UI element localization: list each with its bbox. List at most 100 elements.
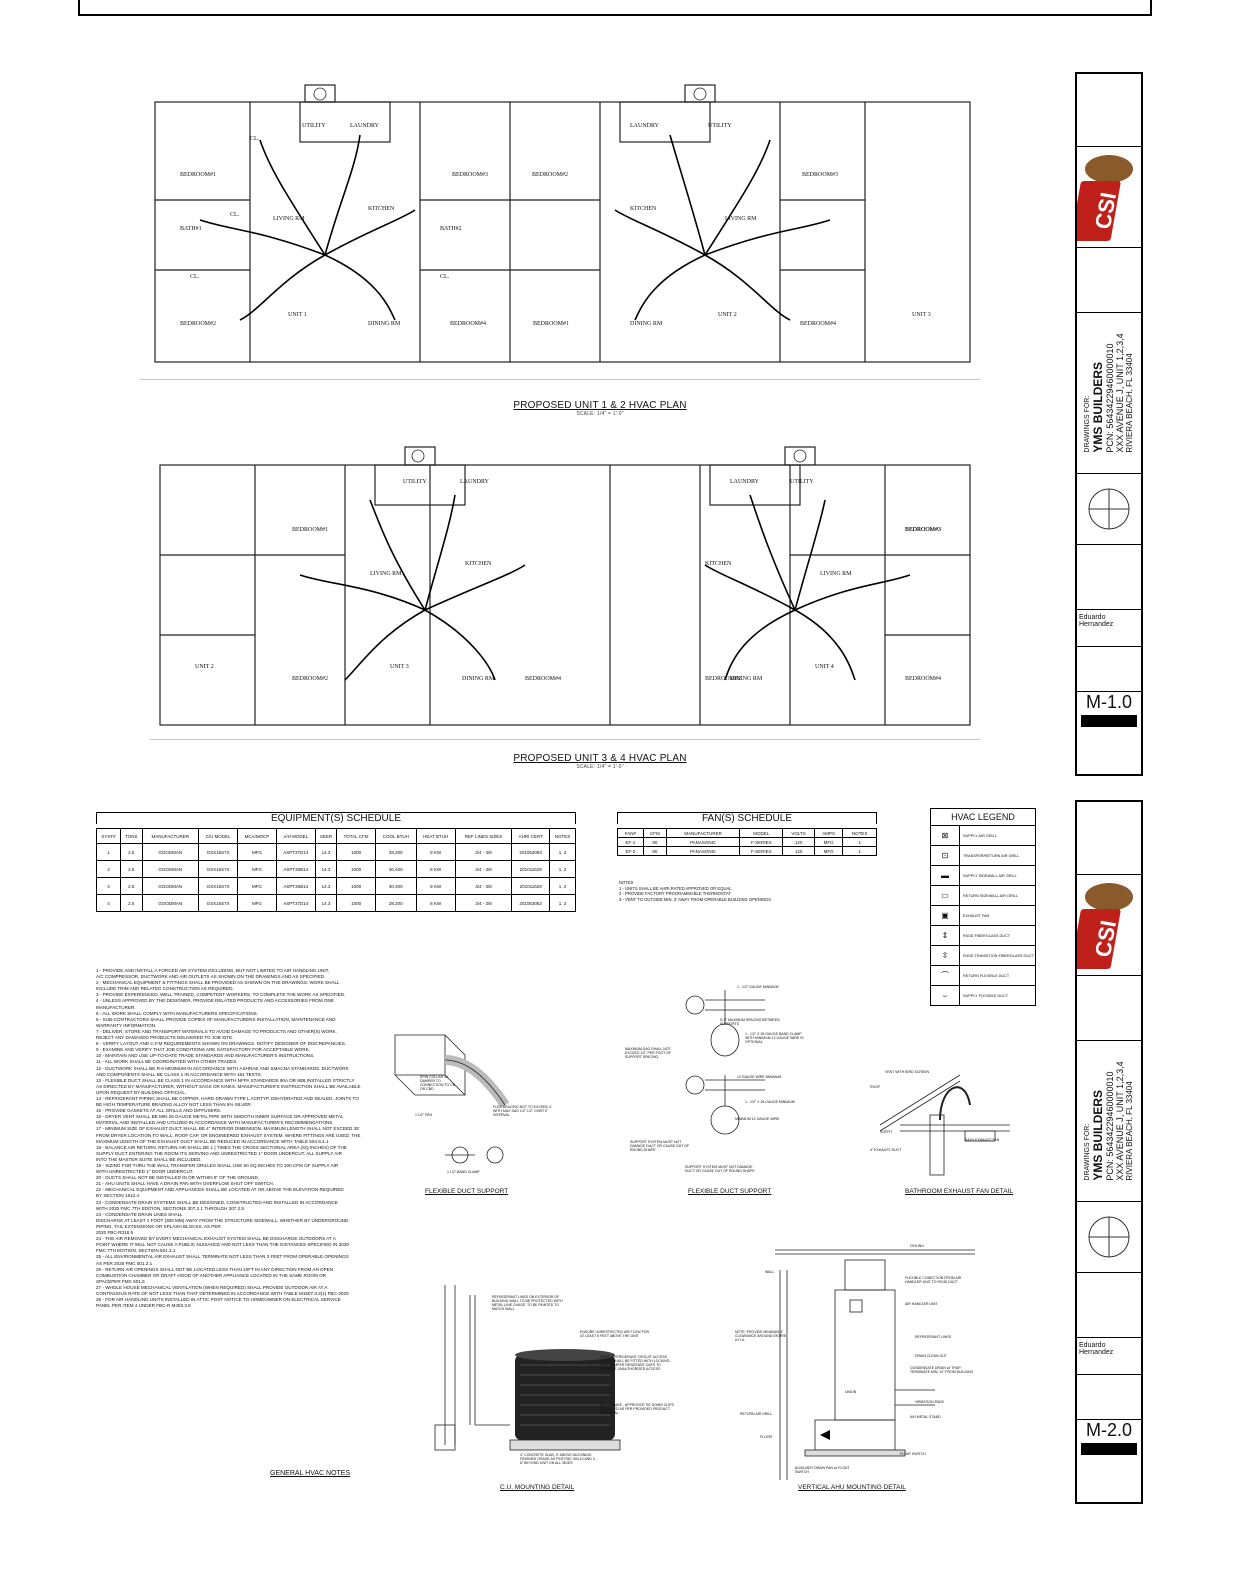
schedule-cell: 30,400 (375, 877, 417, 895)
detail-callout: MAXIMUM SAG SHALL NOT EXCEED 1/2" PER FO… (625, 1047, 672, 1059)
note-line: 4 - UNLESS APPROVED BY THE DESIGNER, PRO… (96, 998, 334, 1004)
plan-2-scale: SCALE: 1/4" = 1'-0" (576, 764, 624, 770)
note-line: 9 - EXAMINE AND VERIFY THAT JOB CONDITIO… (96, 1047, 310, 1053)
pcn-number: PCN: 56434229460000010 (1105, 1071, 1115, 1181)
schedule-header-cell: FAN# (617, 828, 644, 838)
sheet-number: M-1.0 (1085, 692, 1132, 712)
schedule-cell: 1 (95, 843, 122, 861)
schedule-cell: GOODMAN (141, 877, 200, 895)
note-line: CONTINUOUS RATE OF NOT LESS THAN THAT DE… (96, 1290, 349, 1296)
legend-item: ⌣SUPPLY FLEXIBLE DUCT (931, 985, 1035, 1005)
schedule-header-cell: SEER (314, 828, 338, 844)
note-line: WITH 2020 FMC 7TH EDITION, SECTIONS 307.… (96, 1205, 244, 1211)
note-line: COMBUSTION CHAMBER OR DRAFT HOOD OF ANOT… (96, 1272, 326, 1278)
schedule-cell: F-SERIES (739, 846, 784, 856)
legend-item: ⇕RIGID FIBERGLASS DUCT (931, 925, 1035, 945)
schedule-cell: GSX16S7X (198, 894, 239, 912)
schedule-cell: 1 (842, 846, 877, 856)
note-line: MATERIAL AND INSTALLED AND UTILIZED IN A… (96, 1120, 334, 1126)
sheet-bar (1081, 1443, 1137, 1455)
schedule-cell: 1 (842, 837, 877, 847)
detail-callout: REFRIGERANT LINES (915, 1335, 952, 1339)
schedule-cell: 2.5 (120, 894, 143, 912)
previous-sheet-border (78, 0, 1152, 16)
schedule-header-cell: CFM (642, 828, 667, 838)
legend-symbol-icon: ⌒ (931, 966, 960, 985)
fan-note: 3 - VENT TO OUTSIDE MIN. 3' AWAY FROM OP… (619, 896, 772, 902)
room-label: KITCHEN (705, 561, 732, 567)
note-line: INTO THE MASTER SUITE SHALL BE INCLUDED. (96, 1156, 202, 1162)
schedule-header-cell: TOTAL CFM (336, 828, 377, 844)
schedule-cell: PANASONIC (665, 846, 741, 856)
detail-callout: SOFFIT (880, 1130, 893, 1134)
schedule-cell: 3/4 - 3/8 (454, 877, 513, 895)
detail-callout: VENT WITH BIRD SCREEN (885, 1070, 930, 1074)
legend-symbol-icon: ▣ (931, 906, 960, 925)
room-label: UNIT 2 (718, 312, 737, 318)
schedule-cell: 30,400 (375, 860, 417, 878)
schedule-header-cell: TONS (120, 828, 143, 844)
note-line: BY SECTION 1612.4 (96, 1193, 140, 1199)
drawn-date-box (1077, 647, 1141, 692)
schedule-cell: 14.3 (314, 877, 338, 895)
schedule-header-cell: VOLTS (782, 828, 815, 838)
schedule-cell: 120 (782, 837, 815, 847)
detail-callout: A/H METAL STAND (910, 1415, 941, 1419)
schedule-cell: 201053083 (511, 894, 551, 912)
schedule-cell: GSX16S7X (198, 843, 239, 861)
client-name: YMS BUILDERS (1091, 361, 1105, 453)
room-label: CL. (230, 212, 240, 218)
schedule-cell: 1, 2 (549, 843, 576, 861)
note-line: 27 - WHOLE HOUSE MECHANICAL VENTILATION … (96, 1284, 328, 1290)
project-address: XXX AVENUE J, UNIT 1,2,3,4 (1115, 1061, 1125, 1181)
legend-item: ⊠SUPPLY AIR GRILL (931, 825, 1035, 845)
detail-callout: REFRIGERANT LINES ON EXTERIOR OF BUILDIN… (492, 1295, 563, 1311)
schedule-cell: ASPT30B14 (275, 877, 316, 895)
room-label: BEDROOM#4 (800, 321, 836, 327)
note-line: 22 - MECHANICAL EQUIPMENT AND APPLIANCES… (96, 1187, 344, 1193)
schedule-cell: 120 (782, 846, 815, 856)
sheet-number: M-2.0 (1085, 1420, 1132, 1440)
schedule-cell: 14.3 (314, 894, 338, 912)
schedule-cell: 3/4 - 3/8 (454, 860, 513, 878)
room-label: BEDROOM#3 (802, 172, 838, 178)
note-line: SPACEPER FMC 601.5 (96, 1278, 145, 1284)
room-label: DINING RM (462, 676, 495, 682)
room-label: BEDROOM#2 (532, 172, 568, 178)
schedule-cell: 2.5 (120, 843, 143, 861)
detail-callout: DRAIN CLEAN OUT (915, 1354, 947, 1358)
note-line: 15 - PROVIDE GASKETS AT ALL GRILLS AND D… (96, 1108, 222, 1114)
note-line: SUPPLY DUCT ENTERING THE ROOM ITS SERVIN… (96, 1150, 342, 1156)
copyright-text (1077, 1273, 1141, 1338)
schedule-cell: GSX16S7X (198, 860, 239, 878)
note-line: INCLUDE TRIM AND RELATED CONSTRUCTION AS… (96, 986, 234, 992)
schedule-header-cell: MANUFACTURER (141, 828, 200, 844)
schedule-cell: 1000 (336, 860, 377, 878)
legend-symbol-icon: ⇳ (931, 946, 960, 965)
detail-callout: 5'-0" MAXIMUM SPACING BETWEEN SUPPORTS (720, 1018, 780, 1026)
plan-1-scale: SCALE: 1/4" = 1'-0" (576, 411, 624, 417)
schedule-cell: 1000 (336, 894, 377, 912)
room-label: CL. (250, 136, 260, 142)
room-label: BEDROOM#3 (905, 527, 941, 533)
plan-2-caption: PROPOSED UNIT 3 & 4 HVAC PLAN SCALE: 1/4… (480, 753, 720, 770)
note-line: AS PER 2020 FMC 501.2.1 (96, 1260, 153, 1266)
room-label: BEDROOM#1 (180, 172, 216, 178)
legend-label: EXHAUST FAN (963, 913, 990, 918)
detail-callout: AUXILIARY DRAIN PAN w/ FLOAT SWITCH (795, 1466, 850, 1474)
room-label: LAUNDRY (460, 479, 490, 485)
schedule-cell: 201011629 (511, 877, 551, 895)
legend-symbol-icon: ⌣ (931, 986, 960, 1005)
schedule-cell: 3/4 - 3/8 (454, 894, 513, 912)
schedule-cell: 8 KW (415, 843, 456, 861)
detail-callout: SUPPORT SYSTEM MUST NOT DAMAGE DUCT OR C… (630, 1140, 690, 1152)
schedule-cell: 80 (642, 837, 667, 847)
title-block-m2: CSI DRAWINGS FOR: YMS BUILDERS PCN: 5643… (1075, 800, 1143, 1504)
project-city: RIVIERA BEACH, FL 33404 (1125, 353, 1134, 453)
legend-item: ▣EXHAUST FAN (931, 905, 1035, 925)
room-label: UTILITY (708, 123, 732, 129)
schedule-cell: F-SERIES (739, 837, 784, 847)
room-label: BEDROOM#1 (292, 527, 328, 533)
